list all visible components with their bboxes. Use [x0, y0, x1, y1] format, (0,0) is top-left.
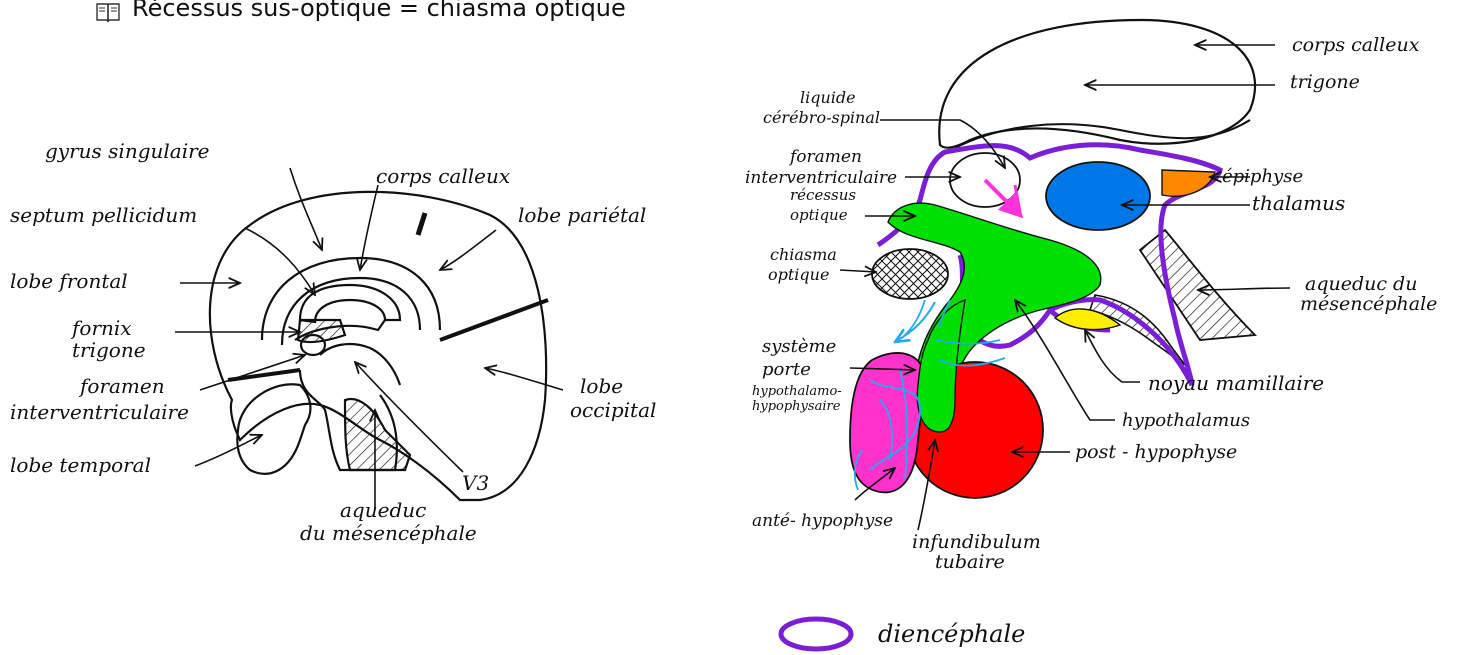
third-ventricle: [320, 344, 400, 385]
label-lcs-1: liquide: [800, 88, 856, 107]
label-gyrus: gyrus singulaire: [45, 139, 210, 163]
corps-calleux-right: [939, 20, 1255, 148]
label-aqueduc-left-2: du mésencéphale: [300, 521, 477, 545]
label-systeme-2: porte: [762, 359, 811, 380]
label-corps-calleux-right: corps calleux: [1292, 34, 1420, 56]
label-thalamus: thalamus: [1252, 191, 1345, 215]
legend-diencephale-swatch: [781, 619, 851, 649]
left-brain-diagram: [210, 192, 548, 500]
label-systeme-1: système: [762, 336, 836, 357]
corpus-callosum: [300, 285, 400, 322]
label-foramen-right-2: interventriculaire: [745, 168, 897, 188]
label-lobe-frontal: lobe frontal: [10, 269, 128, 293]
label-fornix-1: fornix: [70, 316, 132, 340]
legend: diencéphale: [781, 619, 1025, 649]
label-post-hypophyse: post - hypophyse: [1075, 441, 1237, 463]
label-recessus-1: récessus: [790, 186, 856, 204]
label-recessus-2: optique: [790, 206, 848, 224]
label-aqueduc-right-2: mésencéphale: [1300, 293, 1437, 315]
label-infundibulum-2: tubaire: [935, 551, 1005, 573]
label-lcs-2: cérébro-spinal: [763, 108, 880, 127]
legend-diencephale-label: diencéphale: [878, 620, 1025, 648]
label-chiasma-1: chiasma: [770, 245, 837, 264]
label-systeme-4: hypophysaire: [752, 399, 841, 414]
label-corps-calleux-left: corps calleux: [376, 164, 510, 188]
label-systeme-3: hypothalamo-: [752, 384, 842, 399]
label-hypothalamus: hypothalamus: [1122, 410, 1250, 431]
label-aqueduc-left-1: aqueduc: [340, 498, 426, 522]
label-infundibulum-1: infundibulum: [912, 531, 1041, 553]
aqueduc-right: [1140, 230, 1255, 340]
label-septum: septum pellicidum: [10, 203, 197, 227]
label-trigone-right: trigone: [1290, 71, 1360, 93]
label-lobe-temporal: lobe temporal: [10, 453, 151, 477]
temporal-lobe: [237, 384, 310, 474]
label-lobe-occipital-2: occipital: [570, 398, 656, 422]
epiphyse: [1162, 170, 1215, 196]
label-lobe-occipital-1: lobe: [580, 374, 623, 398]
label-v3: V3: [462, 471, 489, 495]
label-fornix-2: trigone: [72, 338, 146, 362]
label-lobe-parietal: lobe pariétal: [518, 203, 646, 227]
label-foramen-right-1: foramen: [788, 147, 862, 167]
label-foramen-left-1: foramen: [78, 374, 165, 398]
label-noyau-mamillaire: noyau mamillaire: [1148, 371, 1324, 395]
ante-hypophyse: [850, 353, 925, 492]
label-epiphyse: épiphyse: [1222, 166, 1303, 187]
right-labels: corps calleux trigone liquide cérébro-sp…: [745, 34, 1437, 573]
chiasma-optique: [872, 249, 948, 299]
left-labels: gyrus singulaire corps calleux septum pe…: [10, 139, 656, 545]
label-foramen-left-2: interventriculaire: [10, 400, 189, 424]
label-aqueduc-right-1: aqueduc du: [1305, 273, 1417, 295]
label-ante-hypophyse: anté- hypophyse: [752, 511, 893, 531]
thalamus: [1046, 162, 1150, 230]
label-chiasma-2: optique: [768, 265, 829, 284]
